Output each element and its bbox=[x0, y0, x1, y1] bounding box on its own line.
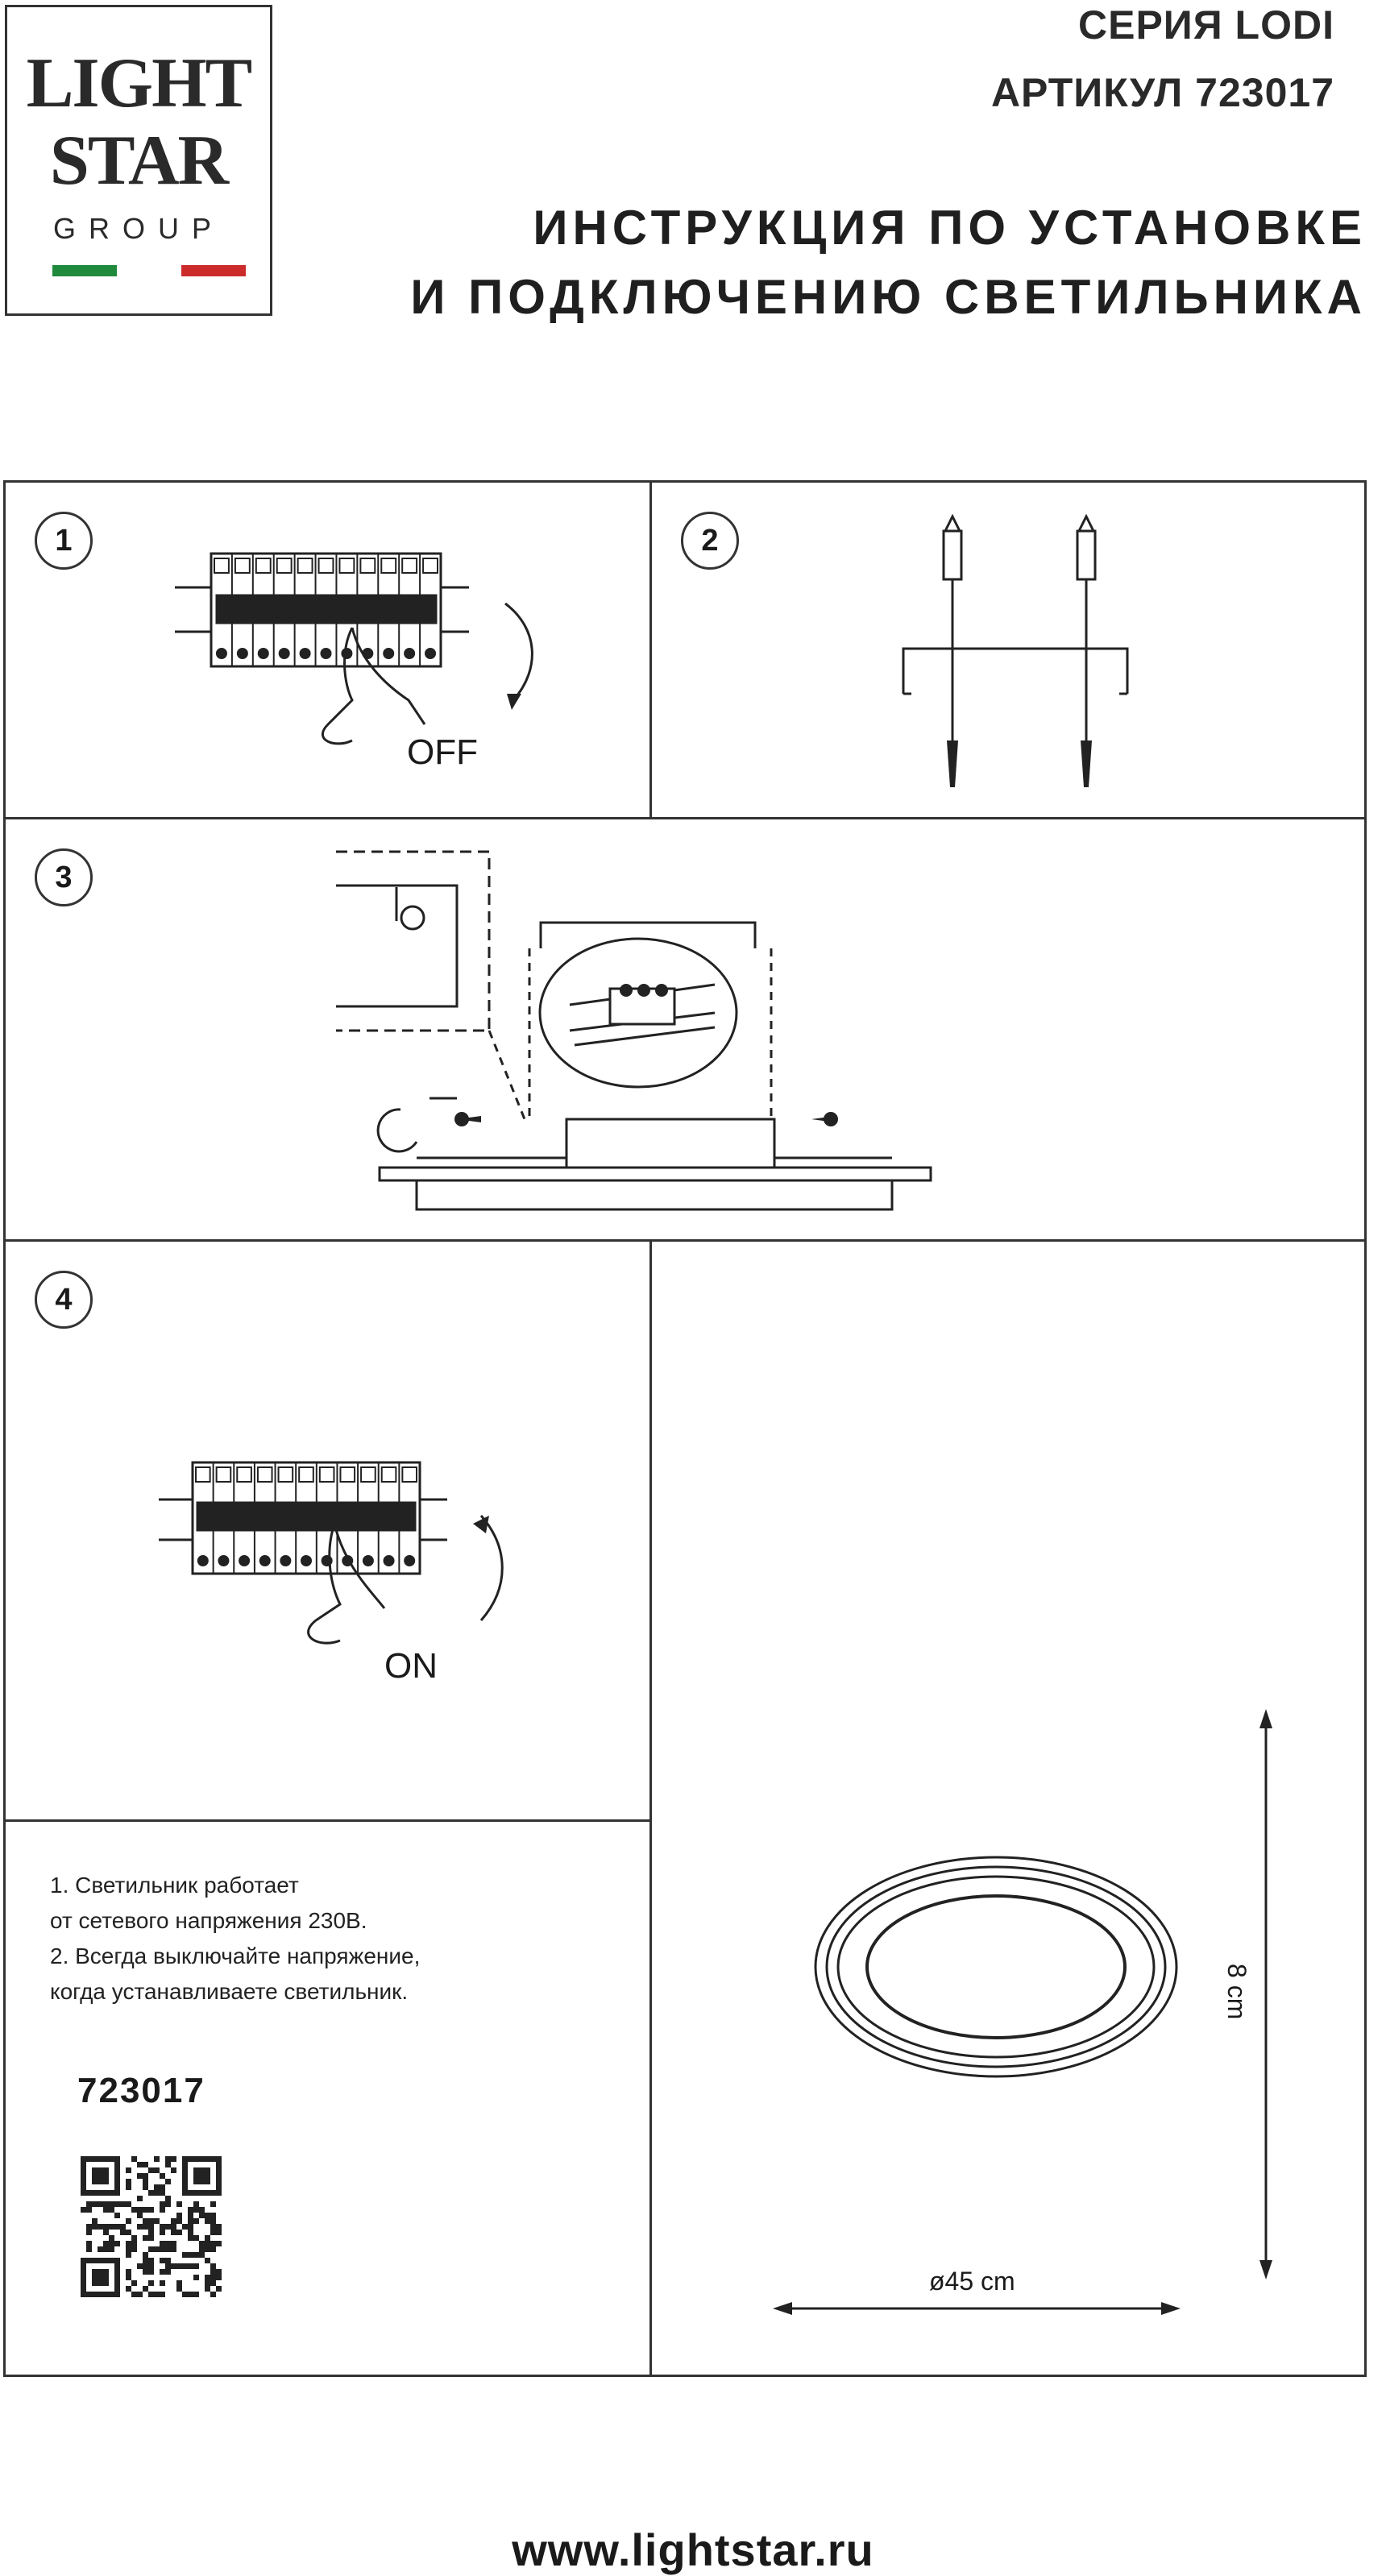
step-2-panel: 2 bbox=[649, 480, 1367, 820]
step-1-panel: 1 OFF bbox=[3, 480, 653, 820]
logo-flag-stripe bbox=[52, 265, 246, 276]
step-number: 2 bbox=[681, 512, 739, 570]
brand-logo: LIGHT STAR GROUP bbox=[5, 5, 272, 316]
step-number: 1 bbox=[35, 512, 93, 570]
product-dimension-drawing bbox=[773, 1709, 1272, 2315]
step-number: 4 bbox=[35, 1271, 93, 1329]
logo-text-group: GROUP bbox=[52, 212, 224, 245]
breaker-switch-off-illustration bbox=[175, 552, 533, 745]
series-name: СЕРИЯ LODI bbox=[1077, 2, 1334, 48]
breaker-switch-on-illustration bbox=[159, 1461, 504, 1645]
logo-text-light: LIGHT bbox=[26, 44, 253, 122]
document-title-line2: И ПОДКЛЮЧЕНИЮ СВЕТИЛЬНИКА bbox=[410, 270, 1367, 324]
safety-notes: 1. Светильник работает от сетевого напря… bbox=[50, 1868, 420, 2010]
mounting-bracket-illustration bbox=[902, 513, 1129, 787]
note-line: от сетевого напряжения 230В. bbox=[50, 1908, 367, 1933]
wiring-connection-illustration bbox=[336, 850, 932, 1211]
step-number: 3 bbox=[35, 848, 93, 906]
qr-code bbox=[81, 2156, 222, 2297]
step-3-panel: 3 bbox=[3, 817, 1367, 1242]
off-label: OFF bbox=[407, 732, 478, 772]
logo-text-star: STAR bbox=[49, 122, 229, 200]
dimensions-panel: 8 cm ø45 cm bbox=[649, 1239, 1367, 2377]
note-line: когда устанавливаете светильник. bbox=[50, 1979, 409, 2004]
diameter-dimension: ø45 cm bbox=[929, 2267, 1015, 2296]
website-url[interactable]: www.lightstar.ru bbox=[512, 2524, 874, 2575]
note-line: 1. Светильник работает bbox=[50, 1873, 299, 1898]
document-title-line1: ИНСТРУКЦИЯ ПО УСТАНОВКЕ bbox=[533, 201, 1367, 255]
on-label: ON bbox=[384, 1646, 438, 1686]
height-dimension: 8 cm bbox=[1222, 1964, 1251, 2020]
product-code: 723017 bbox=[77, 2071, 205, 2110]
step-4-panel: 4 ON bbox=[3, 1239, 653, 1823]
article-number: АРТИКУЛ 723017 bbox=[990, 70, 1334, 115]
note-line: 2. Всегда выключайте напряжение, bbox=[50, 1943, 421, 1968]
